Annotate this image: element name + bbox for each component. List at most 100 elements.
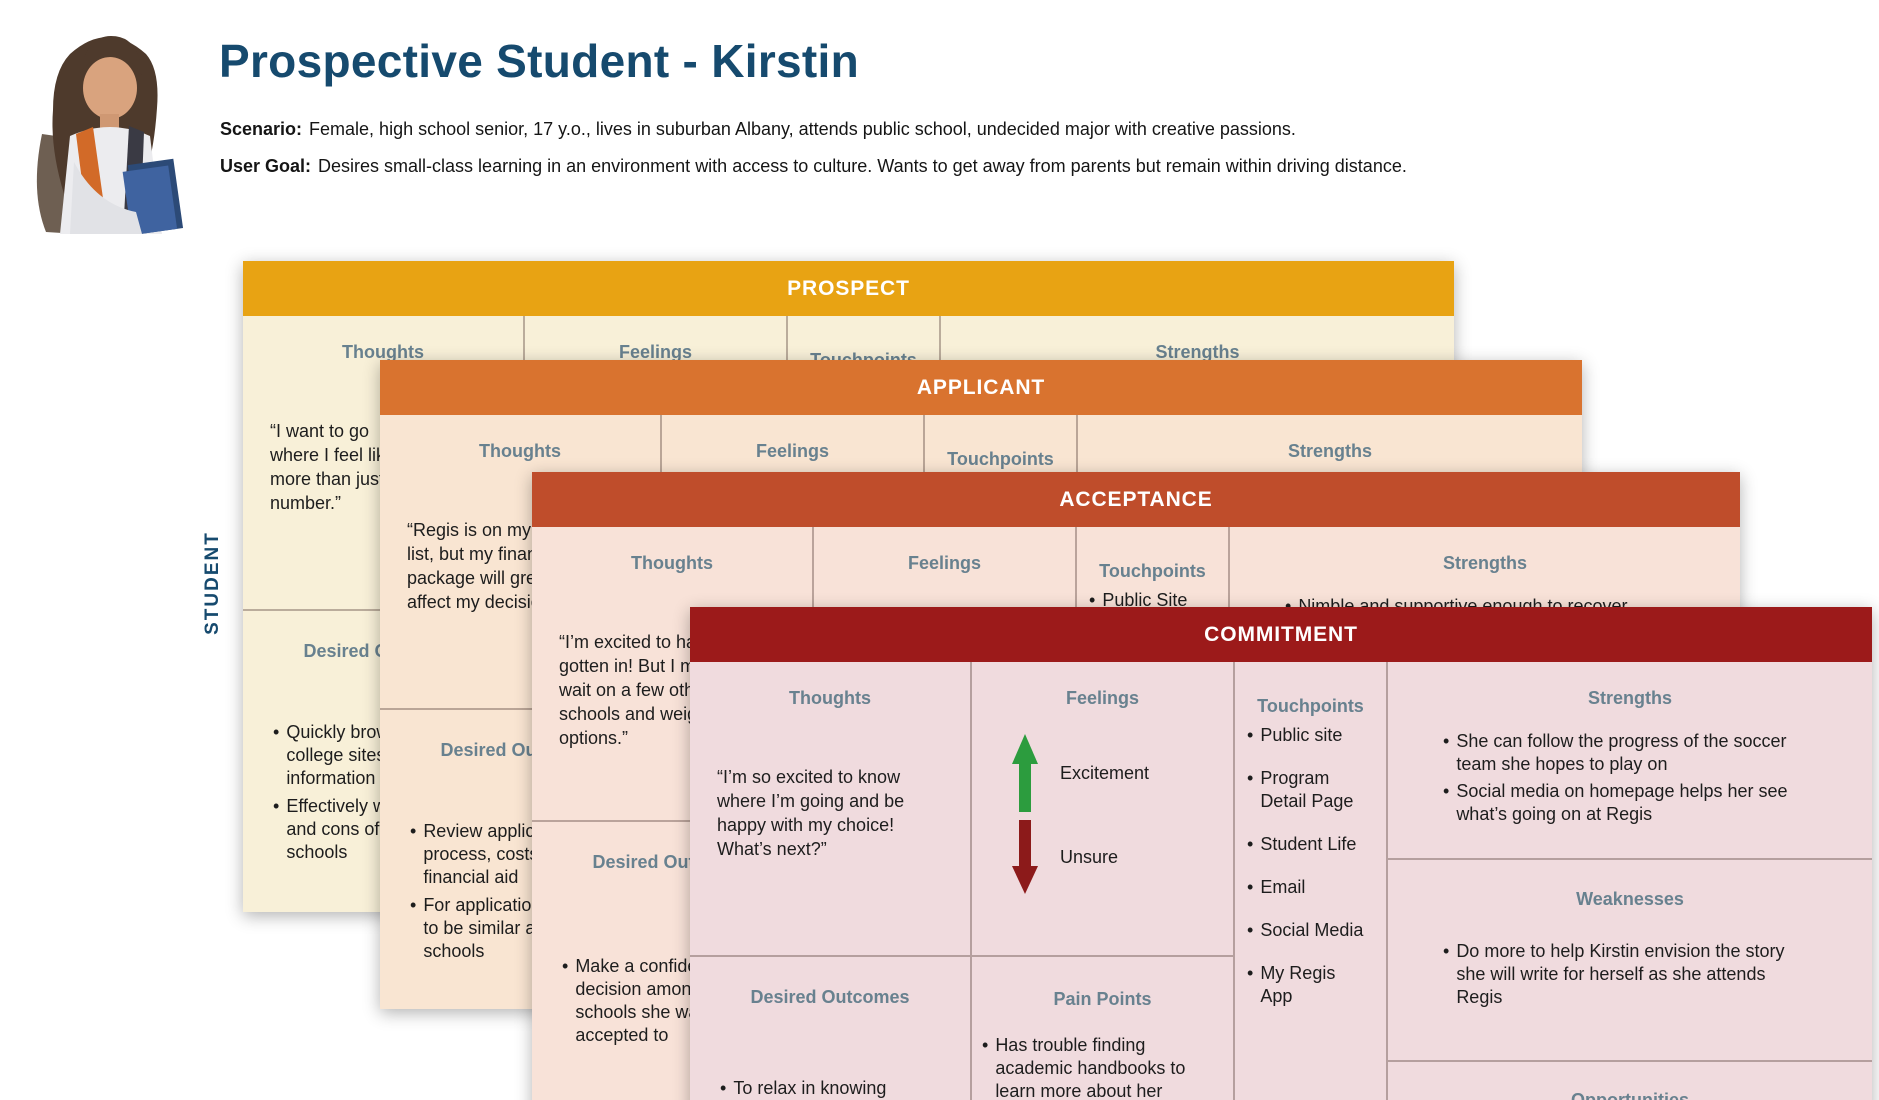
feeling-excitement-row: Excitement xyxy=(1012,734,1149,812)
thoughts-column-header: Thoughts xyxy=(479,441,561,461)
commitment-feelings-column: Feelings Excitement Unsure Pain xyxy=(970,662,1233,1100)
bullet-dot: • xyxy=(1247,920,1254,940)
bullet-text: Public Site xyxy=(1102,590,1188,610)
bullet-item: • Student Life xyxy=(1247,833,1384,856)
section-divider xyxy=(380,708,660,710)
weaknesses-list: •Do more to help Kirstin envision the st… xyxy=(1443,940,1854,1013)
bullet-dot: • xyxy=(720,1078,727,1098)
bullet-dot: • xyxy=(1443,731,1450,751)
scenario-label: Scenario: xyxy=(220,119,303,139)
bullet-text: Social Media xyxy=(1260,920,1364,940)
section-divider xyxy=(690,955,970,957)
thoughts-quote: “I’m so excited to know where I’m going … xyxy=(717,767,905,859)
section-divider xyxy=(532,820,812,822)
strengths-column-header: Strengths xyxy=(1287,441,1372,461)
bullet-item: • Program Detail Page xyxy=(1247,767,1384,813)
pain-points-list: • Has trouble finding academic handbooks … xyxy=(982,1034,1227,1100)
commitment-thoughts-column: Thoughts “I’m so excited to know where I… xyxy=(690,662,970,1100)
bullet-text: Program Detail Page xyxy=(1260,768,1354,811)
commitment-touchpoints-column: Touchpoints • Public site • Program Detail … xyxy=(1233,662,1386,1100)
commitment-title: COMMITMENT xyxy=(1204,622,1358,646)
section-divider xyxy=(1388,1060,1872,1062)
feelings-column-header: Feelings xyxy=(755,441,830,461)
weaknesses-header: Weaknesses xyxy=(1576,889,1684,909)
bullet-text: Do more to help Kirstin envision the sto… xyxy=(1456,941,1785,1007)
user-goal-text: Desires small-class learning in an envir… xyxy=(318,156,1407,176)
bullet-dot: • xyxy=(410,821,417,841)
up-arrow-icon xyxy=(1012,734,1038,812)
commitment-panel: COMMITMENT Thoughts “I’m so excited to k… xyxy=(690,607,1872,1100)
applicant-panel-header: APPLICANT xyxy=(380,360,1582,415)
feeling-unsure-row: Unsure xyxy=(1012,820,1118,894)
page-title: Prospective Student - Kirstin xyxy=(219,35,860,87)
feeling-label: Unsure xyxy=(1060,846,1119,867)
bullet-dot: • xyxy=(1285,596,1292,616)
bullet-dot: • xyxy=(1247,963,1254,983)
bullet-dot: • xyxy=(1089,590,1096,610)
touchpoints-list: • Public site • Program Detail Page • Student… xyxy=(1247,724,1384,1028)
acceptance-panel-body: Thoughts “I’m excited to have gotten in!… xyxy=(532,527,1740,1100)
user-goal-label: User Goal: xyxy=(220,156,312,176)
scenario-text: Female, high school senior, 17 y.o., liv… xyxy=(309,119,1296,139)
bullet-text: Has trouble finding academic handbooks t… xyxy=(995,1035,1186,1100)
bullet-text: She can follow the progress of the socce… xyxy=(1456,731,1787,774)
user-goal-line: User Goal: Desires small-class learning i… xyxy=(220,154,1407,178)
touchpoints-column-header: Touchpoints xyxy=(1099,561,1206,581)
bullet-dot: • xyxy=(1247,877,1254,897)
bullet-text: To relax in knowing where the next 4 yea… xyxy=(733,1078,887,1098)
strengths-column-header: Strengths xyxy=(1155,342,1240,362)
bullet-dot: • xyxy=(1247,768,1254,788)
thoughts-column-header: Thoughts xyxy=(789,688,871,708)
bullet-item: • Social Media xyxy=(1247,919,1384,942)
bullet-dot: • xyxy=(410,895,417,915)
bullet-dot: • xyxy=(1247,834,1254,854)
bullet-dot: • xyxy=(562,956,569,976)
bullet-text: Student Life xyxy=(1260,834,1357,854)
strengths-column-header: Strengths xyxy=(1442,553,1527,573)
bullet-item: • Public Site xyxy=(1089,589,1226,612)
touchpoints-list: • Public Site xyxy=(1089,589,1226,632)
commitment-panel-body: Thoughts “I’m so excited to know where I… xyxy=(690,662,1872,1100)
commitment-panel-header: COMMITMENT xyxy=(690,607,1872,662)
feelings-column-header: Feelings xyxy=(907,553,982,573)
section-divider xyxy=(1388,858,1872,860)
bullet-dot: • xyxy=(1247,725,1254,745)
bullet-item: • To relax in knowing where the next 4 ye… xyxy=(720,1077,964,1100)
desired-outcomes-list: • To relax in knowing where the next 4 ye… xyxy=(720,1077,964,1100)
student-side-label: STUDENT xyxy=(202,531,223,635)
thoughts-quote: “I want to go where I feel like more tha… xyxy=(270,421,399,513)
applicant-title: APPLICANT xyxy=(916,375,1046,399)
thoughts-column-header: Thoughts xyxy=(631,553,713,573)
bullet-item: • Email xyxy=(1247,876,1384,899)
bullet-dot: • xyxy=(1443,781,1450,801)
pain-points-header: Pain Points xyxy=(1053,989,1152,1009)
scenario-line: Scenario: Female, high school senior, 17 … xyxy=(220,117,1296,141)
thoughts-column-header: Thoughts xyxy=(342,342,424,362)
bullet-item: •Do more to help Kirstin envision the st… xyxy=(1443,940,1854,1009)
prospect-panel-header: PROSPECT xyxy=(243,261,1454,316)
acceptance-title: ACCEPTANCE xyxy=(1059,487,1213,511)
prospect-title: PROSPECT xyxy=(787,276,910,300)
touchpoints-column-header: Touchpoints xyxy=(1257,696,1364,716)
commitment-strengths-column: Strengths • She can follow the progress o… xyxy=(1386,662,1872,1100)
bullet-item: •My Regis App xyxy=(1247,962,1384,1008)
opportunities-header: Opportunities xyxy=(1571,1090,1689,1100)
student-photo-illustration xyxy=(12,12,202,236)
student-photo xyxy=(12,12,202,236)
strengths-list: • She can follow the progress of the socc… xyxy=(1443,730,1850,830)
bullet-item: • Public site xyxy=(1247,724,1384,747)
bullet-dot: • xyxy=(273,722,280,742)
feelings-column-header: Feelings xyxy=(1065,688,1140,708)
acceptance-panel-header: ACCEPTANCE xyxy=(532,472,1740,527)
bullet-text: Email xyxy=(1260,877,1306,897)
bullet-item: •Social media on homepage helps her see … xyxy=(1443,780,1850,826)
bullet-text: Public site xyxy=(1260,725,1343,745)
bullet-dot: • xyxy=(982,1035,989,1055)
strengths-column-header: Strengths xyxy=(1587,688,1672,708)
bullet-item: • Has trouble finding academic handbooks … xyxy=(982,1034,1227,1100)
section-divider xyxy=(972,955,1233,957)
down-arrow-icon xyxy=(1012,820,1038,894)
bullet-dot: • xyxy=(273,796,280,816)
bullet-item: • She can follow the progress of the socc… xyxy=(1443,730,1850,776)
